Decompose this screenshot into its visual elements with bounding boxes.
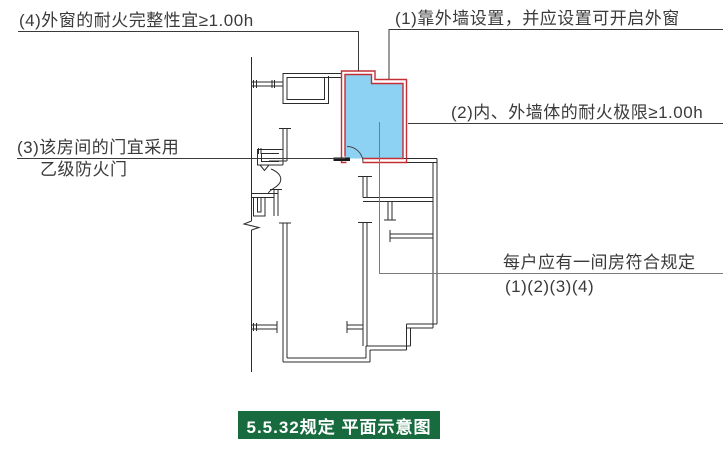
unit-left-wall: [279, 222, 291, 362]
shaft-box: [257, 148, 283, 172]
fire-wall-outline-outer: [340, 70, 408, 164]
entry-door-swing: [267, 168, 282, 194]
entry-l-wall: [269, 128, 291, 166]
room-door-arc: [346, 146, 364, 163]
caption-box: 5.5.32规定 平面示意图: [238, 411, 440, 439]
leader-line-note4: [18, 31, 359, 71]
caption-text: 5.5.32规定 平面示意图: [246, 417, 432, 437]
central-wall-lower: [358, 222, 372, 346]
bottom-right-step-walls: [365, 323, 437, 362]
window-bottom-left: [251, 321, 278, 333]
walls-layer: [242, 57, 438, 372]
leader-line-note-unit: [379, 122, 723, 274]
unit-bottom-wall: [283, 357, 370, 363]
leader-lines: [17, 29, 723, 274]
highlighted-room-fill: [345, 74, 403, 159]
window-top-left: [251, 80, 283, 88]
note3-label-line2: 乙级防火门: [40, 160, 128, 179]
fire-door-bar: [333, 157, 350, 161]
left-stub-wall: [346, 321, 363, 333]
fire-wall-outline-inner: [344, 73, 404, 160]
leader-line-note1: [388, 29, 723, 79]
interior-stub-wall: [384, 201, 396, 221]
note1-label: (1)靠外墙设置，并应设置可开启外窗: [395, 9, 680, 28]
highlighted-room: [333, 70, 408, 164]
note-unit-label-line2: (1)(2)(3)(4): [505, 277, 595, 296]
note-unit-label-line1: 每户应有一间房符合规定: [503, 253, 696, 272]
note2-label: (2)内、外墙体的耐火极限≥1.00h: [451, 103, 704, 122]
entry-t-wall: [251, 189, 282, 217]
interior-wall-h2: [389, 230, 433, 242]
bay-room-walls: [282, 73, 342, 104]
note3-label-line1: (3)该房间的门宜采用: [17, 138, 180, 157]
note4-label: (4)外窗的耐火完整性宜≥1.00h: [19, 11, 254, 30]
central-wall-upper: [358, 176, 372, 198]
interior-wall-h1: [363, 197, 433, 202]
unit-right-wall: [432, 158, 438, 328]
wall-break-mark: [242, 220, 261, 231]
